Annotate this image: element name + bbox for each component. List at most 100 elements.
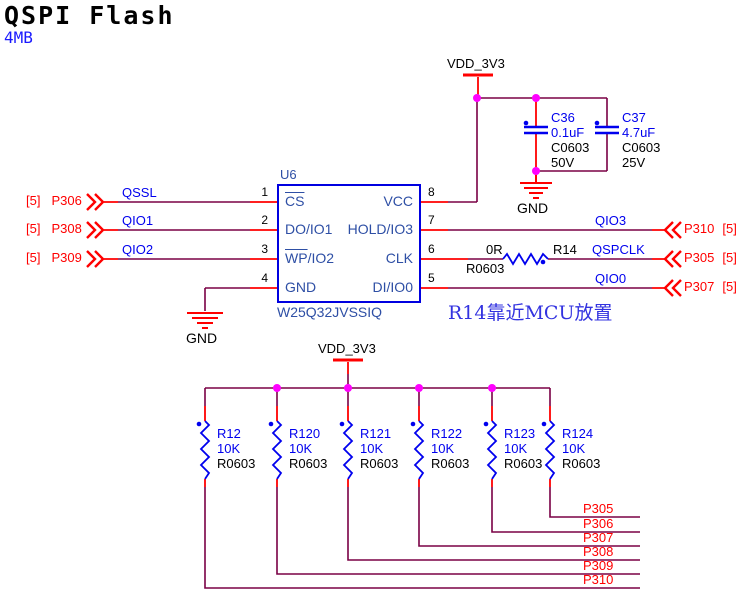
r120-footprint: R0603 bbox=[289, 456, 328, 471]
port-p310-sheet: [5] bbox=[722, 221, 737, 236]
gnd-label-caps: GND bbox=[517, 200, 549, 216]
pin-number-6: 6 bbox=[428, 242, 435, 256]
port-chevrons-right[interactable] bbox=[663, 221, 682, 297]
pin-number-8: 8 bbox=[428, 185, 435, 199]
pin-number-5: 5 bbox=[428, 271, 435, 285]
pin-name-gnd: GND bbox=[285, 279, 316, 295]
net-label-p306: P306 bbox=[583, 516, 614, 531]
c36-refdes: C36 bbox=[551, 110, 575, 125]
port-p309[interactable]: [5] P309 bbox=[26, 250, 82, 266]
r12-footprint: R0603 bbox=[217, 456, 256, 471]
r121-value: 10K bbox=[360, 441, 384, 456]
r12-refdes: R12 bbox=[217, 426, 241, 441]
net-label-qio3: QIO3 bbox=[595, 213, 627, 228]
port-p308-sheet: [5] bbox=[26, 221, 41, 236]
ic-part-number: W25Q32JVSSIQ bbox=[277, 304, 383, 320]
r120-value: 10K bbox=[289, 441, 313, 456]
pin-number-4: 4 bbox=[261, 271, 268, 285]
page-title: QSPI Flash bbox=[4, 1, 175, 30]
pin-name-wp-rest: /IO2 bbox=[307, 250, 335, 266]
page-subtitle: 4MB bbox=[4, 28, 33, 47]
r123-value: 10K bbox=[504, 441, 528, 456]
pin-name-vcc: VCC bbox=[383, 193, 413, 209]
port-p305-name: P305 bbox=[684, 250, 715, 265]
port-p310[interactable]: P310 [5] bbox=[684, 221, 737, 237]
r123-refdes: R123 bbox=[504, 426, 536, 441]
net-label-p308: P308 bbox=[583, 544, 614, 559]
pin-name-cs-overline: CS bbox=[285, 193, 305, 209]
net-label-qio1: QIO1 bbox=[122, 213, 154, 228]
c37-footprint: C0603 bbox=[622, 140, 661, 155]
c37-refdes: C37 bbox=[622, 110, 646, 125]
pin-name-do-rest: DO/IO1 bbox=[285, 221, 333, 237]
r121-refdes: R121 bbox=[360, 426, 392, 441]
vdd-power-symbol-bottom[interactable] bbox=[333, 358, 363, 374]
pullup-resistor-symbols[interactable] bbox=[196, 420, 556, 480]
port-p307-name: P307 bbox=[684, 279, 715, 294]
net-label-qspclk: QSPCLK bbox=[592, 242, 645, 257]
pin-name-di-io0: DI/IO0 bbox=[372, 279, 413, 295]
gnd-label-ic: GND bbox=[186, 330, 218, 346]
net-label-p309: P309 bbox=[583, 558, 614, 573]
junction-dots bbox=[273, 94, 540, 392]
r124-value: 10K bbox=[562, 441, 586, 456]
capacitor-c37-symbol[interactable] bbox=[594, 120, 619, 135]
vdd-label-bottom: VDD_3V3 bbox=[318, 341, 376, 356]
pin-number-1: 1 bbox=[261, 185, 268, 199]
port-p307-sheet: [5] bbox=[722, 279, 737, 294]
port-p306-name: P306 bbox=[51, 193, 82, 208]
pin-name-wp-overline: WP bbox=[285, 250, 308, 266]
net-label-p305: P305 bbox=[583, 501, 614, 516]
port-p309-sheet: [5] bbox=[26, 250, 41, 265]
pin-name-cs: CS bbox=[285, 193, 304, 209]
r122-value: 10K bbox=[431, 441, 455, 456]
pin-number-3: 3 bbox=[261, 242, 268, 256]
r123-footprint: R0603 bbox=[504, 456, 543, 471]
port-p306[interactable]: [5] P306 bbox=[26, 193, 82, 209]
pin-name-gnd-rest: GND bbox=[285, 279, 317, 295]
port-p306-sheet: [5] bbox=[26, 193, 41, 208]
net-label-p307: P307 bbox=[583, 530, 614, 545]
pin-number-2: 2 bbox=[261, 213, 268, 227]
port-p305[interactable]: P305 [5] bbox=[684, 250, 737, 266]
ic-refdes: U6 bbox=[280, 167, 297, 182]
port-p305-sheet: [5] bbox=[722, 250, 737, 265]
r124-footprint: R0603 bbox=[562, 456, 601, 471]
gnd-symbol-caps[interactable] bbox=[520, 171, 552, 199]
r14-footprint-label: R0603 bbox=[466, 261, 505, 276]
resistor-pin1-dots bbox=[196, 421, 547, 427]
c37-voltage: 25V bbox=[622, 155, 646, 170]
r14-refdes-label: R14 bbox=[553, 242, 577, 257]
pin-number-7: 7 bbox=[428, 213, 435, 227]
port-p308[interactable]: [5] P308 bbox=[26, 221, 82, 237]
gnd-symbol-ic[interactable] bbox=[187, 312, 223, 329]
placement-note: R14靠近MCU放置 bbox=[448, 302, 613, 324]
ic-u6-symbol[interactable] bbox=[277, 184, 421, 303]
net-wires bbox=[118, 97, 652, 589]
c37-value: 4.7uF bbox=[622, 125, 656, 140]
port-p307[interactable]: P307 [5] bbox=[684, 279, 737, 295]
vdd-label-top: VDD_3V3 bbox=[447, 56, 505, 71]
pin-name-do-io1: DO/IO1 bbox=[285, 221, 332, 237]
c36-value: 0.1uF bbox=[551, 125, 585, 140]
r122-footprint: R0603 bbox=[431, 456, 470, 471]
port-p309-name: P309 bbox=[51, 250, 82, 265]
r120-refdes: R120 bbox=[289, 426, 321, 441]
net-label-qssl: QSSL bbox=[122, 185, 157, 200]
capacitor-c36-symbol[interactable] bbox=[523, 120, 548, 135]
port-p310-name: P310 bbox=[684, 221, 715, 236]
resistor-r14-symbol[interactable] bbox=[502, 252, 549, 266]
r124-refdes: R124 bbox=[562, 426, 594, 441]
net-label-p310: P310 bbox=[583, 572, 614, 587]
port-chevrons-left[interactable] bbox=[86, 193, 105, 268]
net-label-qio0: QIO0 bbox=[595, 271, 627, 286]
c36-voltage: 50V bbox=[551, 155, 575, 170]
pin-stubs bbox=[104, 100, 665, 487]
port-p308-name: P308 bbox=[51, 221, 82, 236]
net-label-qio2: QIO2 bbox=[122, 242, 154, 257]
r121-footprint: R0603 bbox=[360, 456, 399, 471]
c36-footprint: C0603 bbox=[551, 140, 590, 155]
r122-refdes: R122 bbox=[431, 426, 463, 441]
